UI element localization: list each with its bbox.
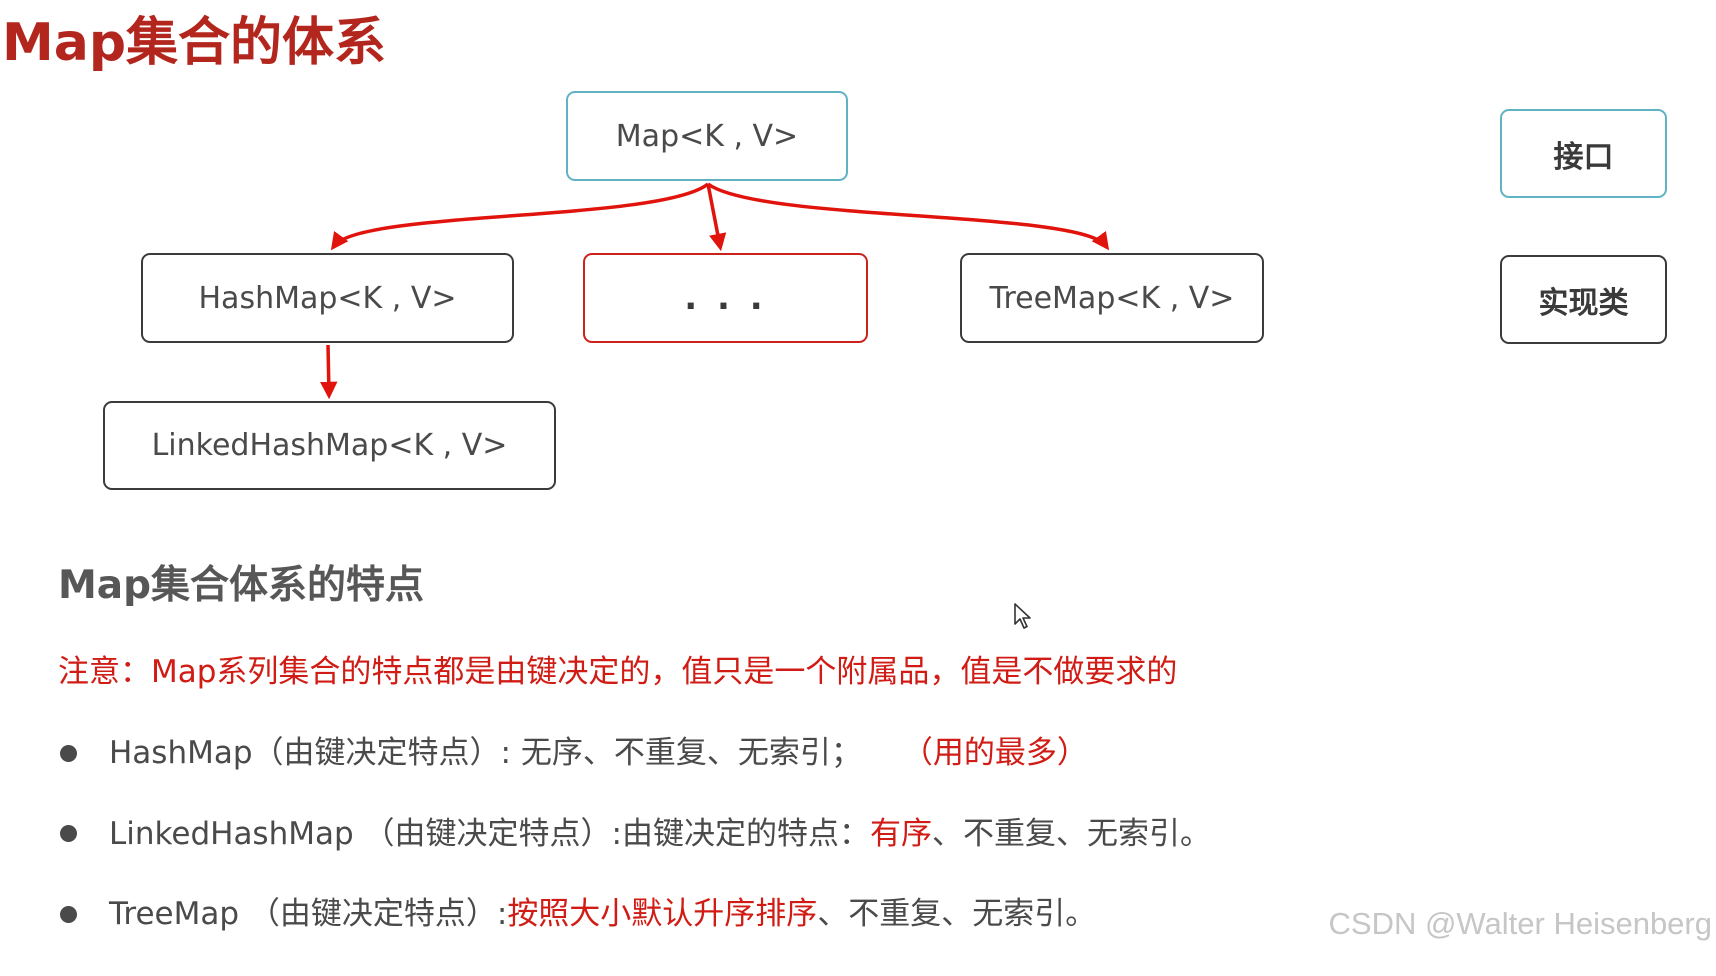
arrow-map-to-others: [706, 183, 727, 252]
list-item: HashMap（由键决定特点）: 无序、不重复、无索引； （用的最多）: [60, 734, 1211, 772]
item-suffix: 、不重复、无索引。: [931, 815, 1211, 852]
page-title: Map集合的体系: [2, 13, 387, 73]
node-hashmap-class: HashMap<K , V>: [141, 253, 514, 343]
node-label: Map<K , V>: [615, 118, 799, 154]
legend-interface-label: 接口: [1553, 139, 1614, 175]
legend-implementation-label: 实现类: [1538, 285, 1629, 321]
features-list: HashMap（由键决定特点）: 无序、不重复、无索引； （用的最多） Link…: [60, 734, 1211, 976]
node-other-implementations: . . .: [583, 253, 868, 343]
legend-implementation: 实现类: [1500, 255, 1667, 344]
watermark: CSDN @Walter Heisenberg: [1328, 906, 1713, 941]
arrow-map-to-hashmap: [330, 182, 710, 251]
item-highlight: 有序: [869, 815, 932, 852]
item-highlight: （用的最多）: [901, 735, 1088, 771]
item-text: TreeMap （由键决定特点）:: [109, 896, 508, 932]
node-label: . . .: [684, 278, 767, 318]
node-label: LinkedHashMap<K , V>: [151, 428, 508, 463]
node-label: TreeMap<K , V>: [989, 280, 1235, 316]
arrow-hashmap-to-linkedhashmap: [320, 344, 338, 400]
item-suffix: 、不重复、无索引。: [817, 896, 1097, 932]
node-treemap-class: TreeMap<K , V>: [960, 253, 1264, 343]
bullet-icon: [60, 905, 77, 923]
bullet-icon: [60, 744, 77, 762]
item-text: LinkedHashMap （由键决定特点）:由键决定的特点：: [109, 815, 870, 852]
features-note: 注意：Map系列集合的特点都是由键决定的，值只是一个附属品，值是不做要求的: [58, 654, 1178, 690]
item-text: HashMap（由键决定特点）: 无序、不重复、无索引；: [109, 735, 862, 771]
arrow-map-to-treemap: [706, 182, 1110, 251]
node-map-interface: Map<K , V>: [566, 91, 848, 181]
list-item: LinkedHashMap （由键决定特点）:由键决定的特点： 有序 、不重复、…: [60, 815, 1211, 853]
node-label: HashMap<K , V>: [198, 280, 457, 316]
mouse-pointer-icon: [1014, 603, 1031, 629]
node-linkedhashmap-class: LinkedHashMap<K , V>: [103, 401, 556, 490]
bullet-icon: [60, 825, 77, 842]
list-item: TreeMap （由键决定特点）: 按照大小默认升序排序 、不重复、无索引。: [60, 895, 1211, 933]
item-highlight: 按照大小默认升序排序: [507, 896, 818, 932]
legend-interface: 接口: [1500, 109, 1667, 198]
features-heading: Map集合体系的特点: [58, 563, 425, 608]
